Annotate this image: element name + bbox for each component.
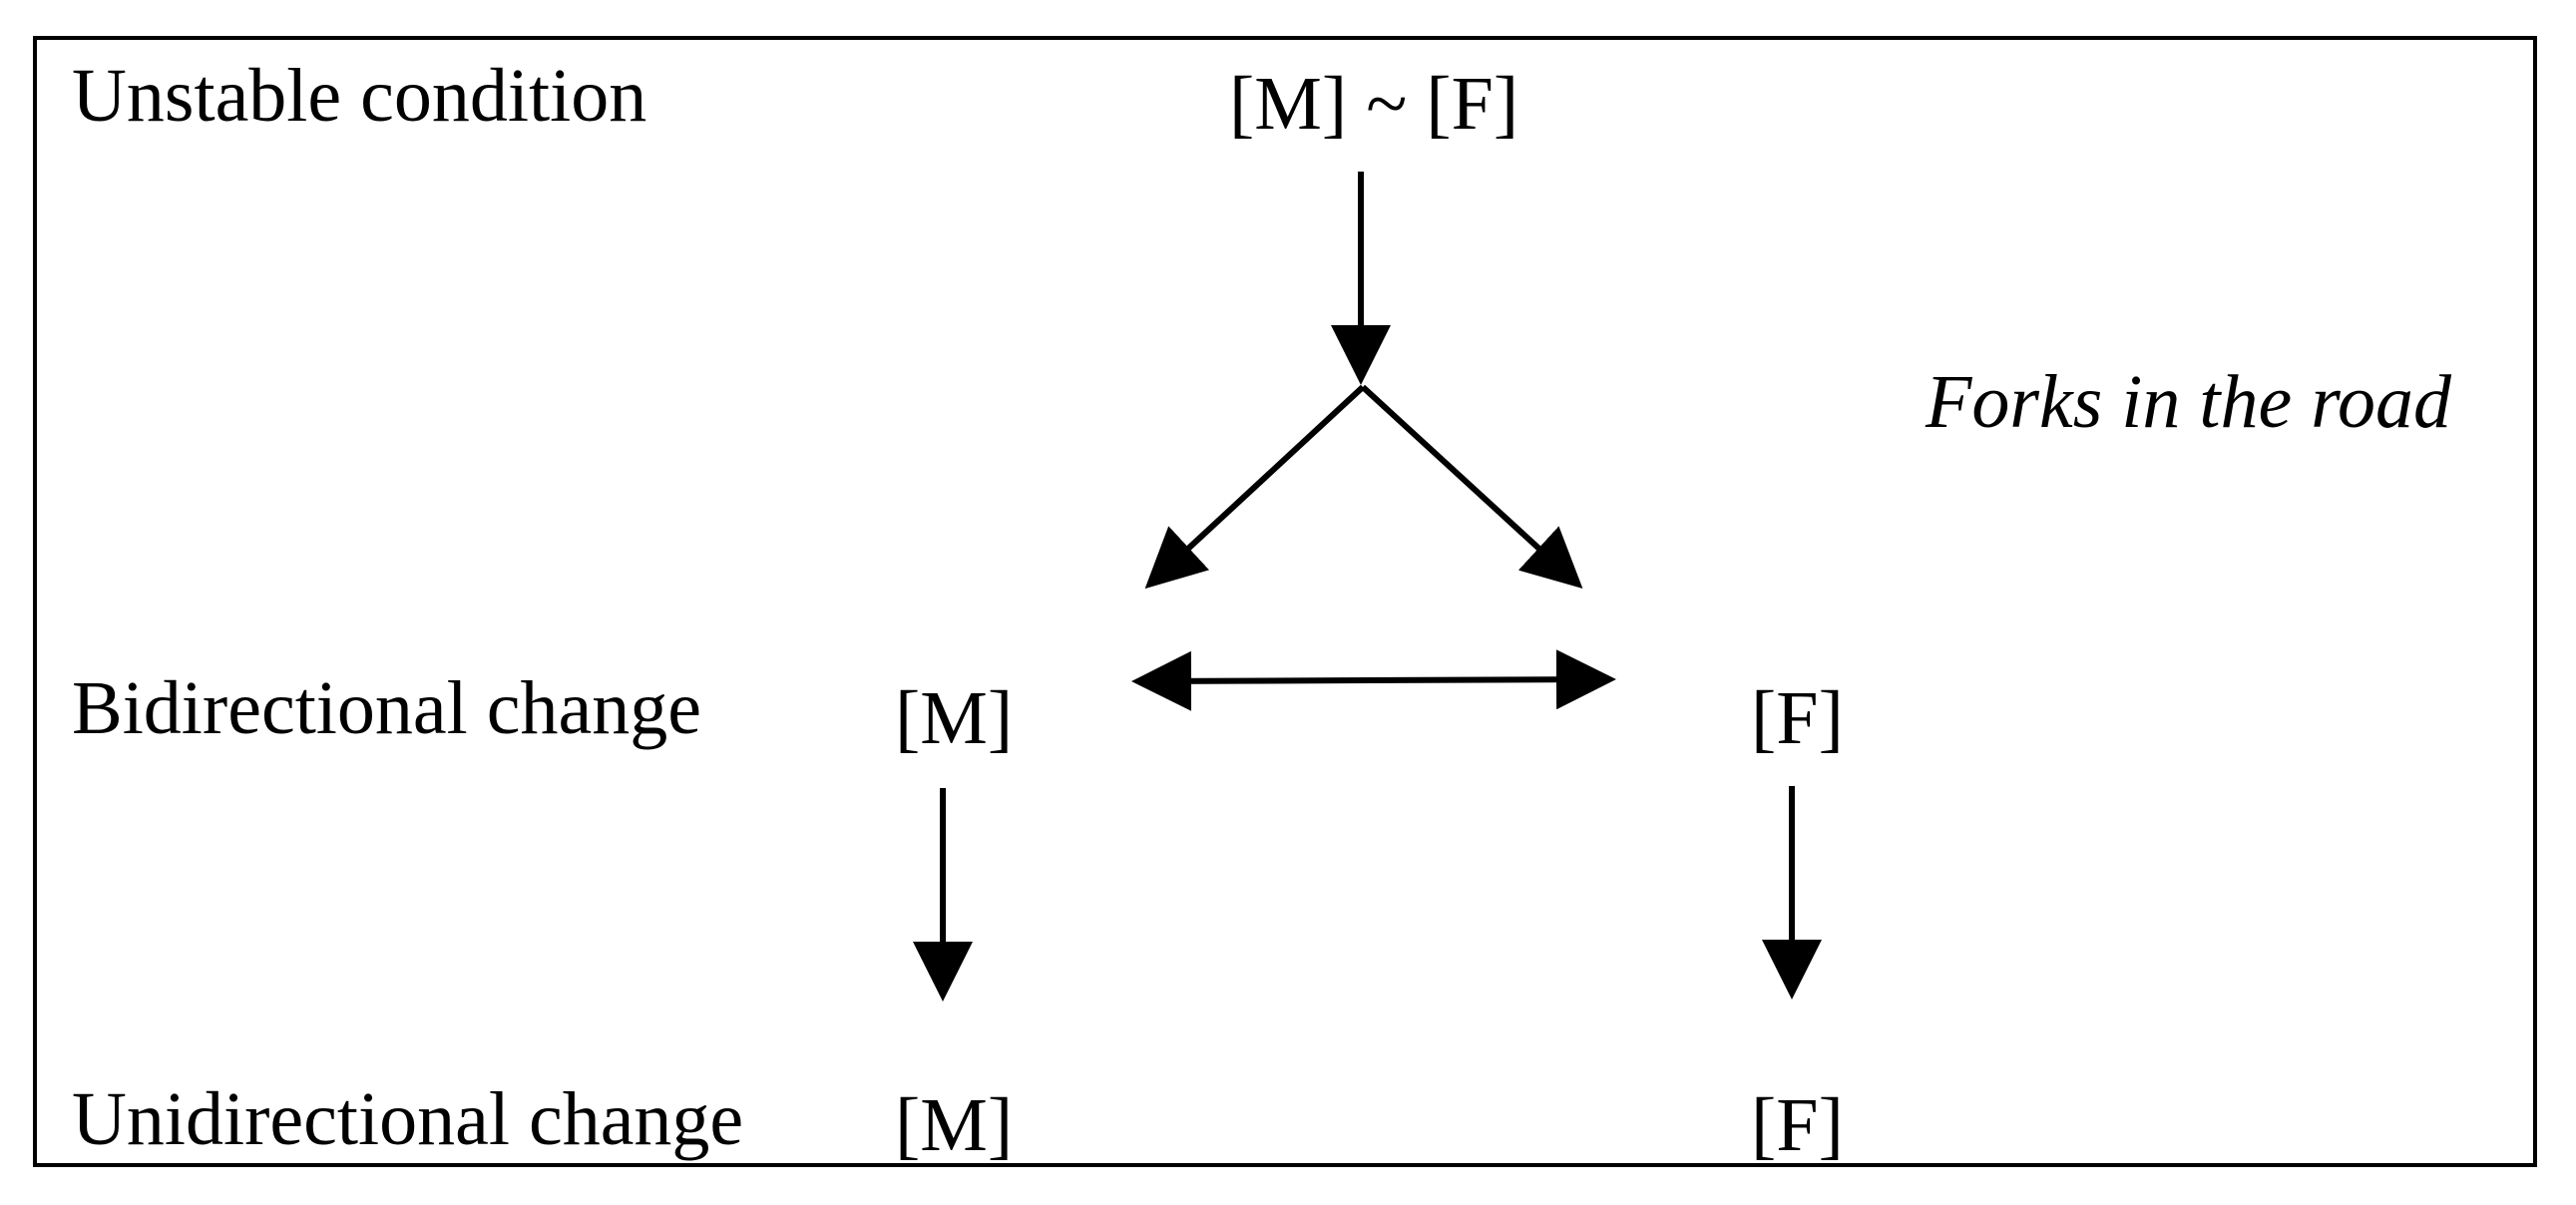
arrow-bidirectional [1131,649,1616,711]
level-label-unidirectional: Unidirectional change [72,1077,744,1161]
level-label-unstable: Unstable condition [72,54,647,138]
node-unidirectional-m: [M] [895,1083,1014,1167]
node-unidirectional-f: [F] [1751,1083,1844,1167]
forks-in-the-road-note: Forks in the road [1926,360,2452,444]
node-bidirectional-m: [M] [895,676,1014,760]
arrow-fork-right [1360,384,1583,590]
node-bidirectional-f: [F] [1751,676,1844,760]
node-unstable-mf: [M] ~ [F] [1229,62,1519,146]
arrow-fork-left [1144,384,1366,590]
diagram-frame [33,36,2537,1167]
level-label-bidirectional: Bidirectional change [72,666,701,750]
